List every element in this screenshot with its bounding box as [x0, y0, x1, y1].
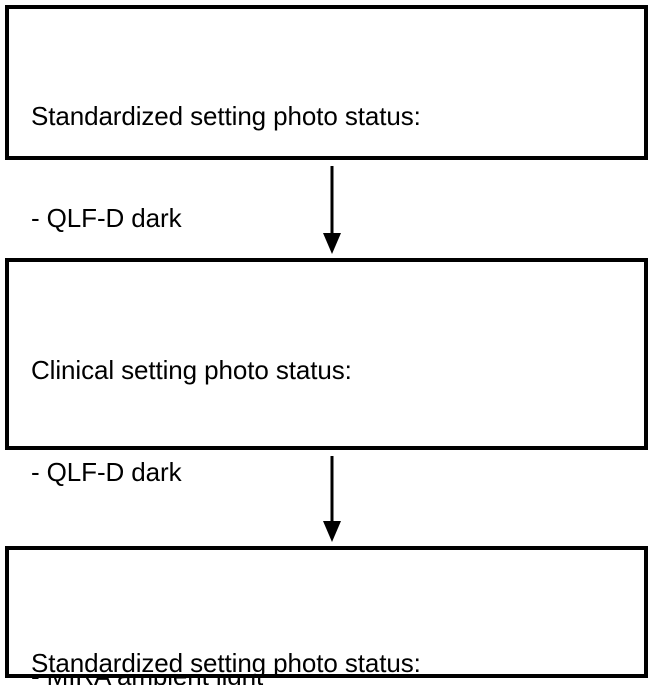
- process-box-standardized-setting-photo-status-first: Standardized setting photo status: - QLF…: [5, 5, 648, 335]
- box-1-line-1: Standardized setting photo status:: [31, 101, 421, 131]
- process-box-standardized-setting-photo-status-second: Standardized setting photo status: - MIR…: [5, 546, 648, 678]
- down-arrow-icon: [323, 456, 341, 542]
- box-1-line-2: - QLF-D dark: [31, 203, 182, 233]
- down-arrow-icon: [323, 166, 341, 254]
- arrow-box1-to-box2: [310, 160, 354, 258]
- box-3-text: Standardized setting photo status: - MIR…: [31, 578, 634, 685]
- box-3-line-1: Standardized setting photo status:: [31, 648, 421, 678]
- process-box-clinical-setting-photo-status: Clinical setting photo status: - QLF-D d…: [5, 258, 648, 685]
- arrow-box2-to-box3: [310, 450, 354, 546]
- box-2-line-1: Clinical setting photo status:: [31, 355, 352, 385]
- box-2-line-2: - QLF-D dark: [31, 457, 182, 487]
